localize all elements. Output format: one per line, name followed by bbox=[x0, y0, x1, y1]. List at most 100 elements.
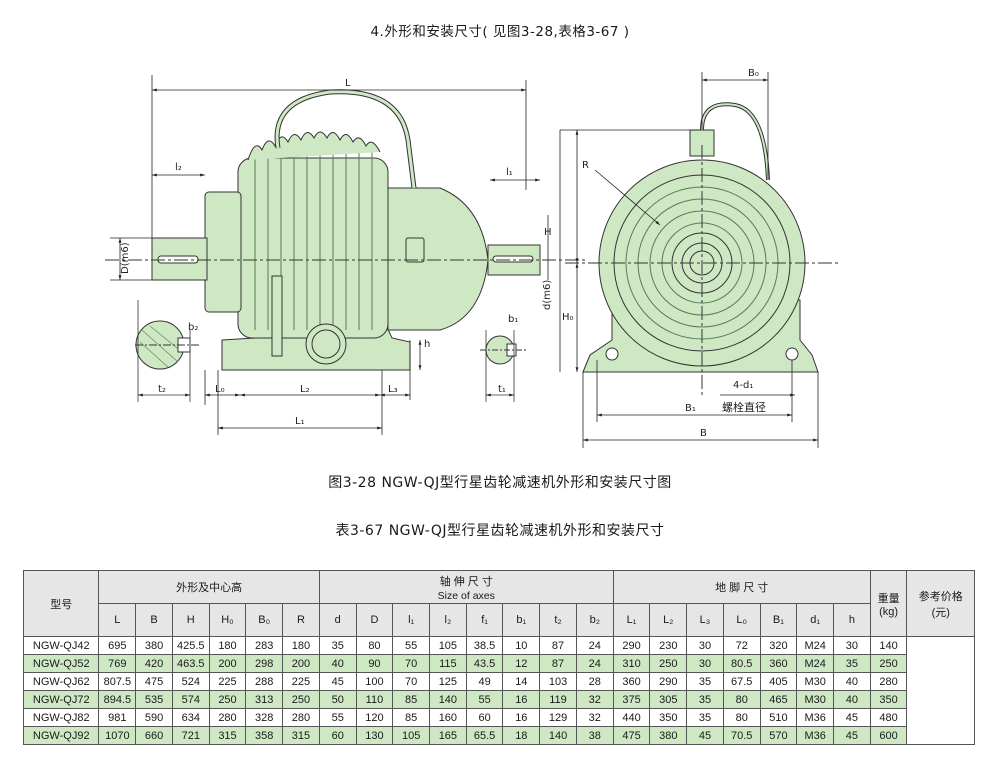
table-cell: 180 bbox=[208, 636, 247, 655]
label-B1: B₁ bbox=[685, 403, 696, 414]
table-cell: 165 bbox=[429, 726, 467, 745]
column-header: L₁ bbox=[612, 603, 651, 637]
label-H0: H₀ bbox=[562, 312, 574, 323]
table-cell: 65.5 bbox=[465, 726, 504, 745]
column-header: f₁ bbox=[465, 603, 504, 637]
table-cell: NGW-QJ42 bbox=[22, 636, 100, 655]
table-cell: 250 bbox=[869, 654, 908, 673]
table-cell: 440 bbox=[612, 708, 651, 727]
table-cell: 55 bbox=[465, 690, 504, 709]
table-cell: 358 bbox=[245, 726, 284, 745]
table-cell: 87 bbox=[539, 654, 577, 673]
table-cell: 125 bbox=[429, 672, 467, 691]
table-cell: 105 bbox=[429, 636, 467, 655]
header-foot: 地 脚 尺 寸 bbox=[612, 570, 871, 604]
table-cell: 70 bbox=[392, 672, 431, 691]
table-cell: 40 bbox=[833, 672, 871, 691]
table-cell: 480 bbox=[869, 708, 908, 727]
table-cell: 67.5 bbox=[722, 672, 761, 691]
table-cell: 280 bbox=[208, 708, 247, 727]
table-cell: 119 bbox=[539, 690, 577, 709]
table-cell: 524 bbox=[171, 672, 210, 691]
side-view bbox=[105, 89, 585, 371]
table-cell: 280 bbox=[282, 708, 320, 727]
table-cell: 280 bbox=[869, 672, 908, 691]
table-cell: 535 bbox=[135, 690, 173, 709]
table-cell: 350 bbox=[869, 690, 908, 709]
table-cell: 28 bbox=[575, 672, 614, 691]
outline-drawing: L l₂ l₁ D(m6) d(m6) h L₀ L₂ L₃ L₁ t₂ b₂ … bbox=[105, 68, 840, 448]
column-header: B₀ bbox=[245, 603, 284, 637]
header-shaft-en: Size of axes bbox=[437, 589, 495, 602]
table-cell: 45 bbox=[686, 726, 724, 745]
table-cell: 35 bbox=[686, 708, 724, 727]
column-header: b₂ bbox=[575, 603, 614, 637]
table-cell: 30 bbox=[686, 654, 724, 673]
table-cell: 320 bbox=[759, 636, 798, 655]
table-cell: 250 bbox=[649, 654, 688, 673]
table-cell: 313 bbox=[245, 690, 284, 709]
header-model: 型号 bbox=[22, 570, 100, 637]
table-cell: 12 bbox=[502, 654, 541, 673]
table-cell: 80 bbox=[722, 690, 761, 709]
table-cell: 807.5 bbox=[98, 672, 137, 691]
end-dimensions bbox=[559, 72, 819, 448]
table-cell: 60 bbox=[318, 726, 357, 745]
section-heading: 4.外形和安装尺寸( 见图3-28,表格3-67 ) bbox=[370, 24, 630, 40]
table-cell: 600 bbox=[869, 726, 908, 745]
table-cell: 160 bbox=[429, 708, 467, 727]
table-cell: 10 bbox=[502, 636, 541, 655]
table-cell: 50 bbox=[318, 690, 357, 709]
table-cell: 72 bbox=[722, 636, 761, 655]
table-cell: M24 bbox=[796, 654, 834, 673]
header-weight-label: 重量 bbox=[877, 592, 900, 605]
column-header: L₃ bbox=[686, 603, 724, 637]
table-cell: 315 bbox=[282, 726, 320, 745]
table-cell: 350 bbox=[649, 708, 688, 727]
table-cell: 315 bbox=[208, 726, 247, 745]
table-cell: 475 bbox=[135, 672, 173, 691]
table-cell: 288 bbox=[245, 672, 284, 691]
table-cell: 475 bbox=[612, 726, 651, 745]
price-cell bbox=[906, 636, 975, 745]
label-L0: L₀ bbox=[215, 384, 225, 395]
header-shaft: 轴 伸 尺 寸 Size of axes bbox=[318, 570, 614, 604]
column-header: h bbox=[833, 603, 871, 637]
table-cell: 290 bbox=[649, 672, 688, 691]
table-cell: 80 bbox=[355, 636, 394, 655]
table-cell: M36 bbox=[796, 726, 834, 745]
label-dm6: d(m6) bbox=[542, 280, 553, 310]
label-t2: t₂ bbox=[158, 384, 166, 395]
table-cell: 310 bbox=[612, 654, 651, 673]
table-cell: 250 bbox=[208, 690, 247, 709]
label-L1: L₁ bbox=[295, 416, 305, 427]
table-cell: 225 bbox=[208, 672, 247, 691]
table-caption: 表3-67 NGW-QJ型行星齿轮减速机外形和安装尺寸 bbox=[335, 523, 665, 539]
label-h: h bbox=[424, 339, 430, 350]
table-cell: 721 bbox=[171, 726, 210, 745]
table-cell: NGW-QJ52 bbox=[22, 654, 100, 673]
table-cell: M36 bbox=[796, 708, 834, 727]
column-header: D bbox=[355, 603, 394, 637]
column-header: L₂ bbox=[649, 603, 688, 637]
table-cell: M30 bbox=[796, 690, 834, 709]
table-cell: 110 bbox=[355, 690, 394, 709]
table-cell: 283 bbox=[245, 636, 284, 655]
table-cell: 38.5 bbox=[465, 636, 504, 655]
header-shaft-cn: 轴 伸 尺 寸 bbox=[439, 575, 493, 588]
table-cell: 24 bbox=[575, 636, 614, 655]
table-cell: 140 bbox=[539, 726, 577, 745]
table-cell: 425.5 bbox=[171, 636, 210, 655]
table-cell: NGW-QJ82 bbox=[22, 708, 100, 727]
side-dimensions bbox=[110, 75, 549, 435]
column-header: t₂ bbox=[539, 603, 577, 637]
table-cell: 894.5 bbox=[98, 690, 137, 709]
table-cell: 298 bbox=[245, 654, 284, 673]
table-cell: 35 bbox=[686, 672, 724, 691]
label-L2: L₂ bbox=[300, 384, 310, 395]
